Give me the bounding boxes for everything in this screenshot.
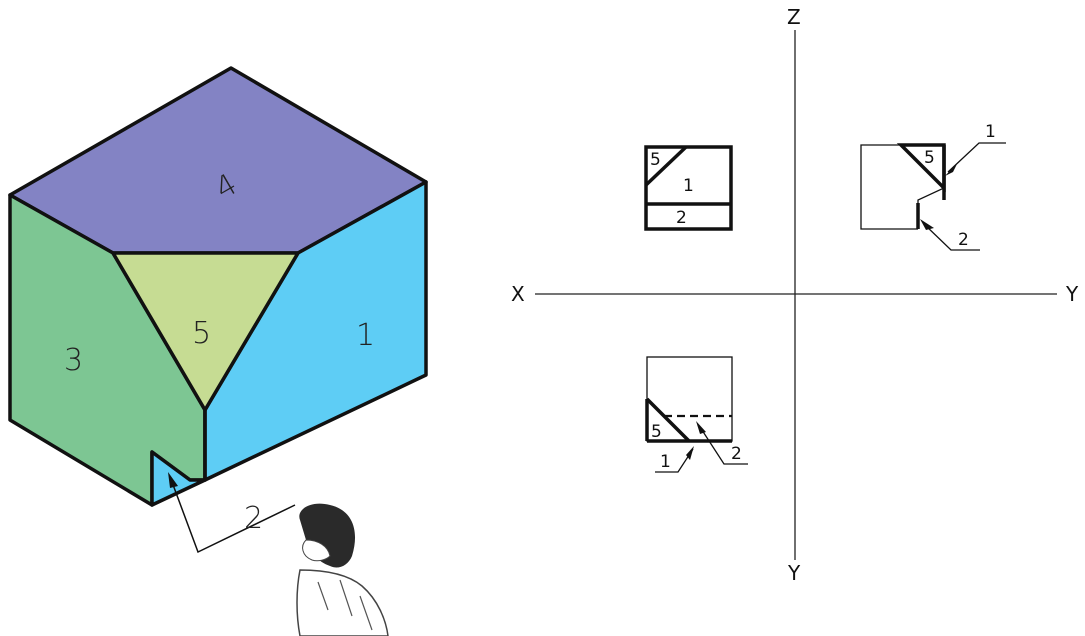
front-label-2: 2 [676, 208, 687, 228]
front-view [644, 145, 733, 231]
top-arrow-2 [696, 421, 706, 434]
face-triangle [111, 251, 300, 412]
face-label-5: 5 [192, 316, 211, 351]
side-arrow-2 [920, 219, 934, 230]
axis-label-x: X [511, 282, 525, 306]
face-label-1: 1 [356, 318, 375, 353]
axis-label-z: Z [787, 5, 801, 29]
top-label-5: 5 [651, 422, 662, 442]
leader-label-2: 2 [244, 501, 263, 536]
side-label-2: 2 [958, 230, 969, 250]
leader-notch [171, 481, 296, 554]
side-arrow-1 [945, 162, 958, 176]
side-label-1: 1 [985, 122, 996, 142]
side-label-5: 5 [924, 148, 935, 168]
axes [535, 30, 1057, 560]
face-label-3: 3 [64, 343, 83, 378]
front-label-5: 5 [650, 150, 661, 170]
top-label-2: 2 [731, 444, 742, 464]
observer-person-icon [296, 503, 389, 636]
top-label-1: 1 [660, 452, 671, 472]
side-view [860, 142, 1006, 251]
isometric-block [8, 66, 428, 507]
axis-label-y-right: Y [1065, 282, 1079, 306]
top-view [645, 356, 748, 473]
front-label-1: 1 [683, 176, 694, 196]
leader-notch-arrow [168, 472, 178, 488]
top-arrow-1 [686, 446, 694, 460]
axis-label-y-bottom: Y [787, 561, 801, 585]
